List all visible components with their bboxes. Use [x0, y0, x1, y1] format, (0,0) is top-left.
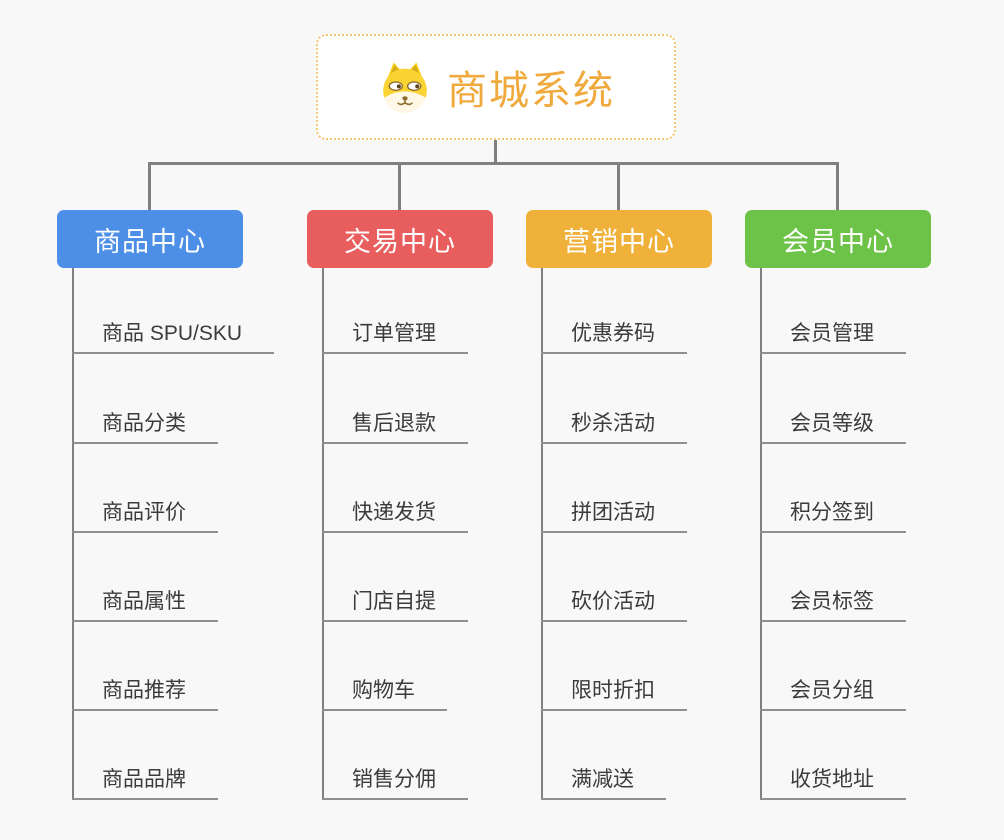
leaf-node[interactable]: 销售分佣 [322, 769, 468, 800]
branch-trunk-line [72, 268, 74, 800]
shiba-dog-icon [383, 62, 427, 113]
branch-node-member-center[interactable]: 会员中心 [745, 210, 931, 268]
connector-drop-2 [398, 162, 401, 210]
leaf-node[interactable]: 会员管理 [760, 323, 906, 354]
leaf-node[interactable]: 限时折扣 [541, 680, 687, 711]
leaf-node[interactable]: 满减送 [541, 769, 666, 800]
leaf-node[interactable]: 收货地址 [760, 769, 906, 800]
leaf-node[interactable]: 商品评价 [72, 502, 218, 533]
leaf-node[interactable]: 购物车 [322, 680, 447, 711]
connector-bus [148, 162, 839, 165]
leaf-node[interactable]: 会员等级 [760, 413, 906, 444]
branch-node-marketing-center[interactable]: 营销中心 [526, 210, 712, 268]
leaf-node[interactable]: 拼团活动 [541, 502, 687, 533]
leaf-node[interactable]: 会员标签 [760, 591, 906, 622]
branch-node-trade-center[interactable]: 交易中心 [307, 210, 493, 268]
leaf-node[interactable]: 商品品牌 [72, 769, 218, 800]
leaf-node[interactable]: 售后退款 [322, 413, 468, 444]
branch-trade-center: 交易中心 订单管理 售后退款 快递发货 门店自提 购物车 销售分佣 [307, 210, 493, 800]
connector-drop-4 [836, 162, 839, 210]
connector-root-stem [494, 140, 497, 165]
leaf-node[interactable]: 秒杀活动 [541, 413, 687, 444]
leaf-node[interactable]: 快递发货 [322, 502, 468, 533]
connector-drop-1 [148, 162, 151, 210]
branch-member-center: 会员中心 会员管理 会员等级 积分签到 会员标签 会员分组 收货地址 [745, 210, 931, 800]
leaf-node[interactable]: 砍价活动 [541, 591, 687, 622]
leaf-node[interactable]: 门店自提 [322, 591, 468, 622]
leaf-node[interactable]: 商品推荐 [72, 680, 218, 711]
leaf-node[interactable]: 积分签到 [760, 502, 906, 533]
connector-drop-3 [617, 162, 620, 210]
branch-trunk-line [760, 268, 762, 800]
leaf-node[interactable]: 商品属性 [72, 591, 218, 622]
leaf-node[interactable]: 商品 SPU/SKU [72, 323, 275, 354]
leaf-node[interactable]: 订单管理 [322, 323, 468, 354]
branch-trunk-line [541, 268, 543, 800]
leaf-node[interactable]: 商品分类 [72, 413, 218, 444]
branch-product-center: 商品中心 商品 SPU/SKU 商品分类 商品评价 商品属性 商品推荐 商品品牌 [57, 210, 275, 800]
root-node-mall-system[interactable]: 商城系统 [316, 34, 676, 140]
leaf-node[interactable]: 优惠券码 [541, 323, 687, 354]
branch-marketing-center: 营销中心 优惠券码 秒杀活动 拼团活动 砍价活动 限时折扣 满减送 [526, 210, 712, 800]
branch-node-product-center[interactable]: 商品中心 [57, 210, 243, 268]
branch-trunk-line [322, 268, 324, 800]
root-title: 商城系统 [447, 69, 615, 113]
leaf-node[interactable]: 会员分组 [760, 680, 906, 711]
